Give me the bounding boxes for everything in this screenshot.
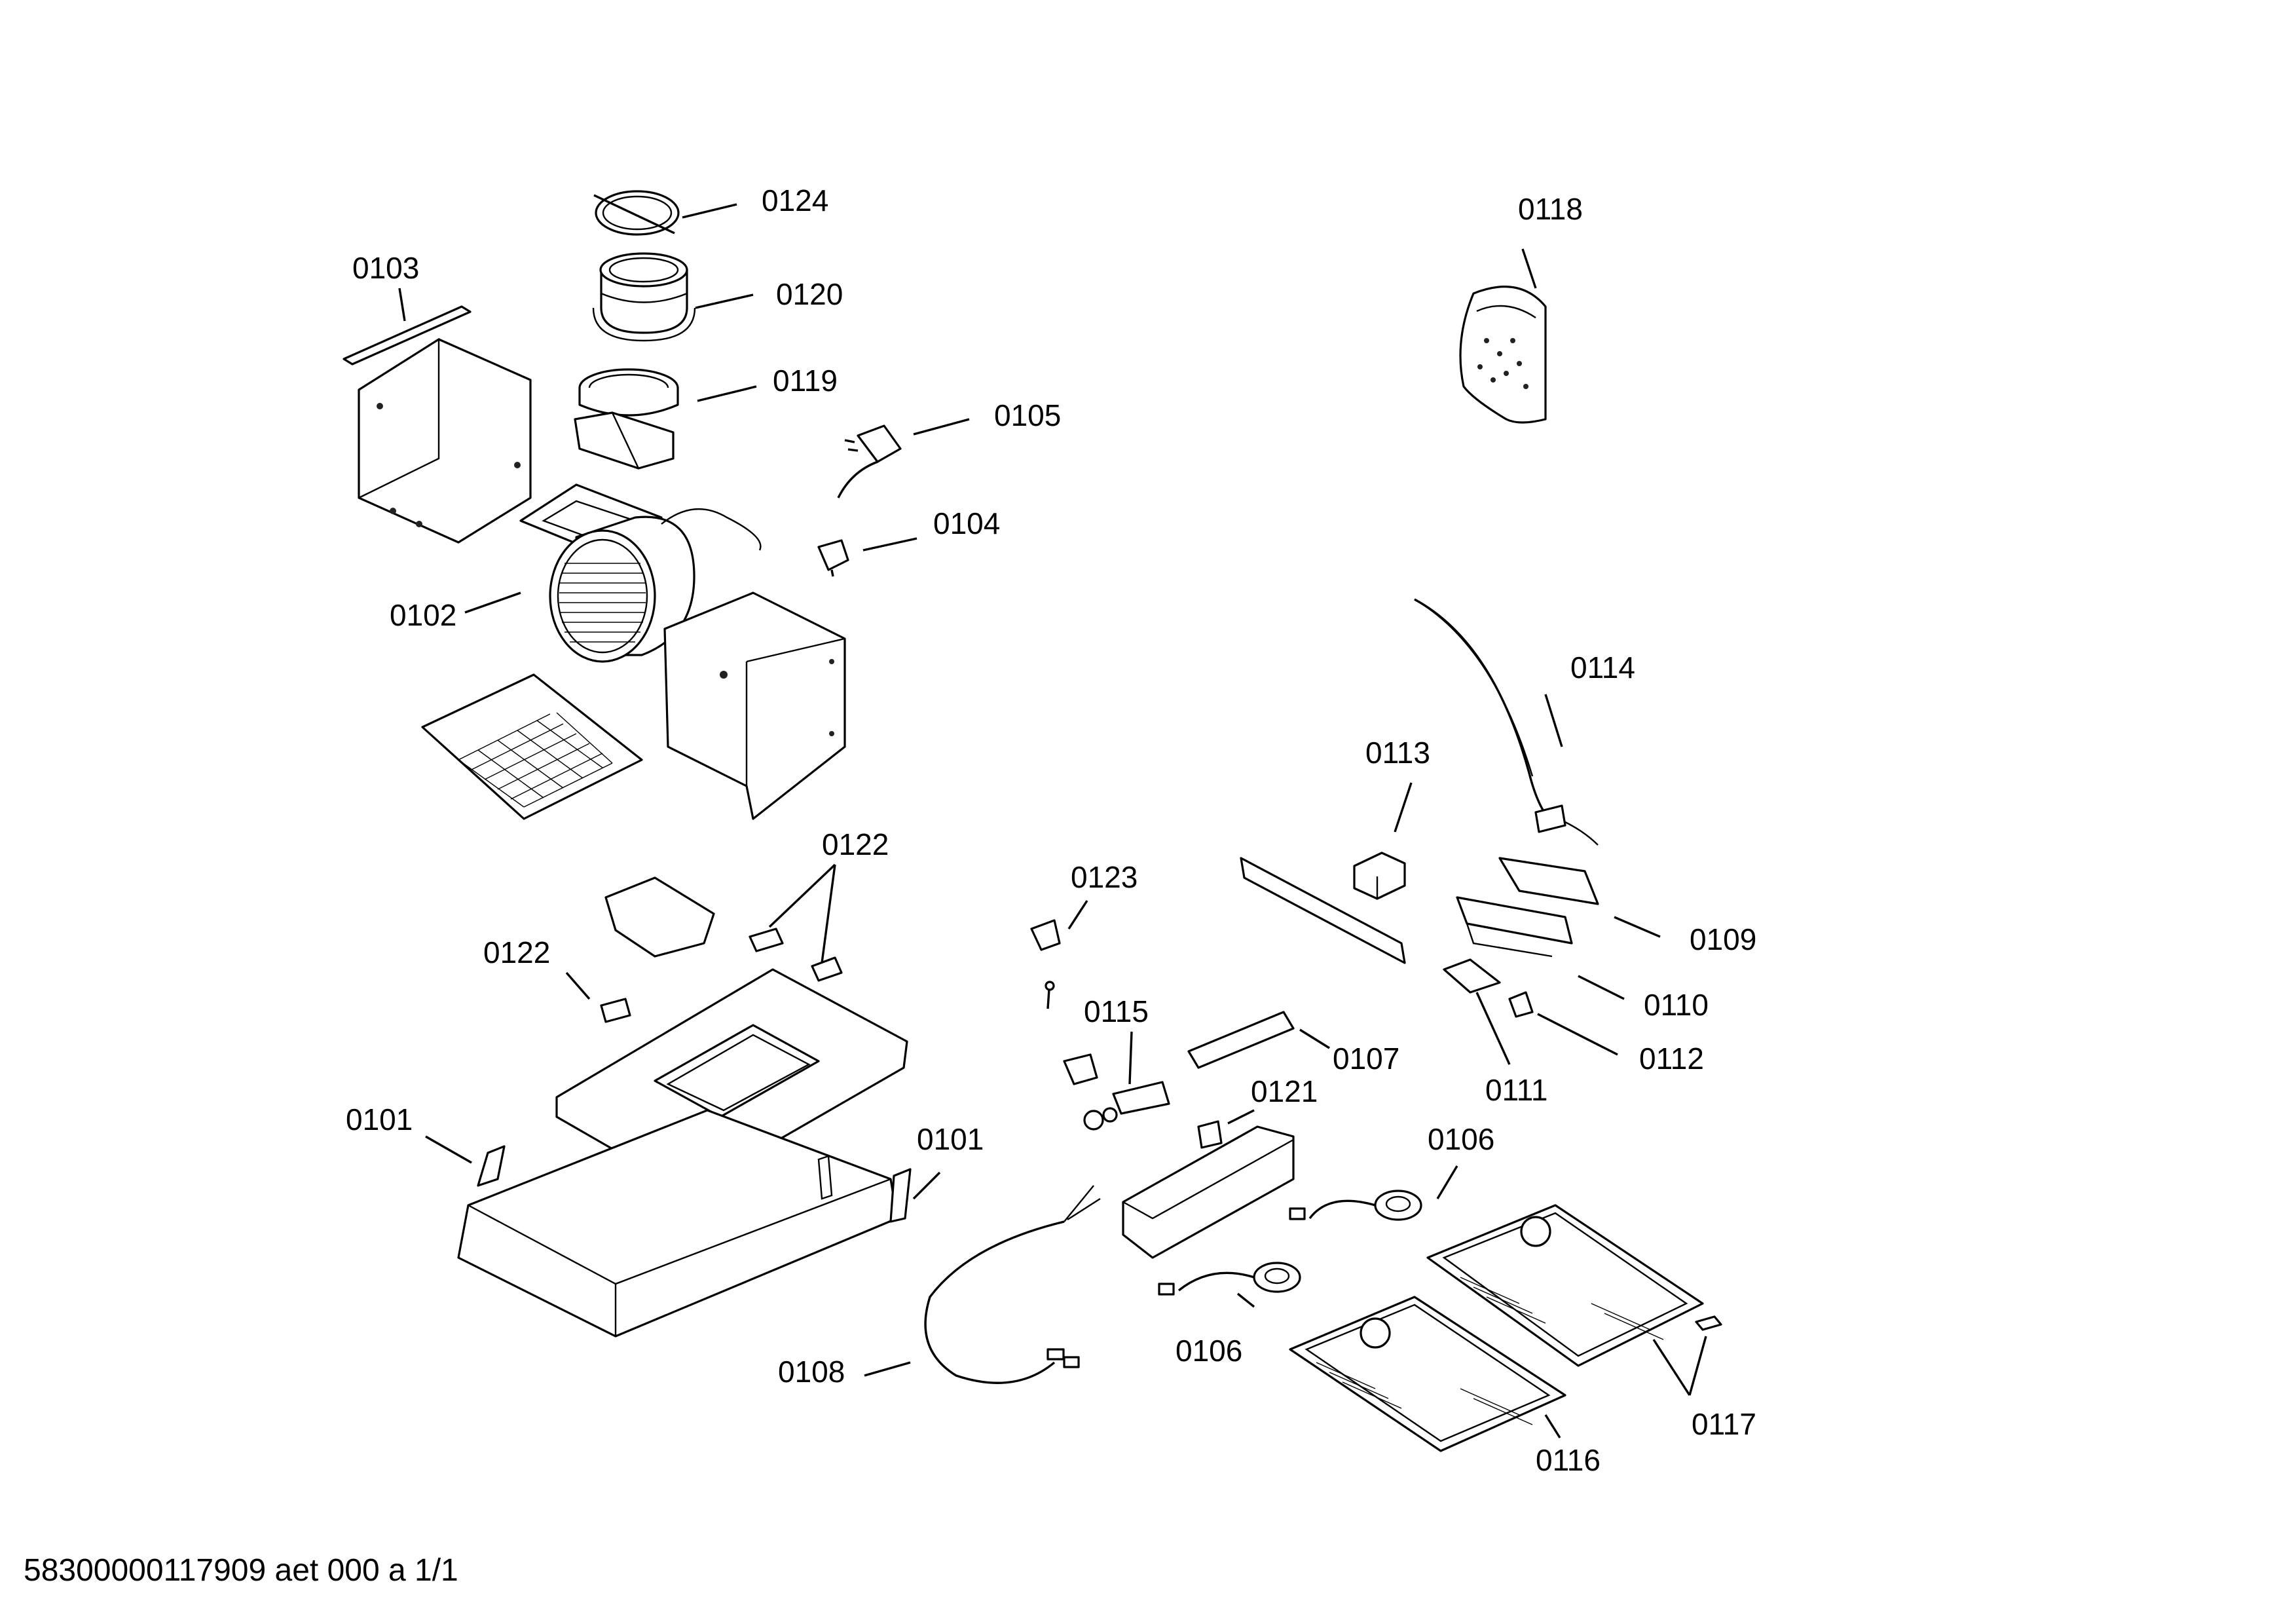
mounting-bracket [1030,919,1061,1009]
label-0112: 0112 [1639,1042,1704,1076]
label-0111: 0111 [1485,1073,1548,1107]
capacitor [1063,1053,1170,1131]
document-id: 58300000117909 aet 000 a 1/1 [24,1553,458,1588]
label-0108: 0108 [778,1355,845,1389]
label-0117: 0117 [1692,1407,1756,1441]
label-0113: 0113 [1365,736,1430,770]
label-0104: 0104 [933,506,1000,540]
bracket-right [889,1168,912,1223]
label-0106-upper: 0106 [1428,1122,1494,1156]
clip-left [600,998,631,1023]
dryer-ring-flap [593,190,680,236]
label-0103: 0103 [352,251,419,285]
connection-cable [924,1185,1101,1384]
lamp-lower [1158,1262,1301,1296]
label-0118: 0118 [1518,192,1583,226]
wire-harness [1414,598,1599,846]
label-0110: 0110 [1644,988,1709,1022]
label-0122-left: 0122 [483,935,550,969]
label-0109: 0109 [1690,922,1756,956]
label-0123: 0123 [1071,860,1138,894]
plug-connector [817,539,849,577]
label-0107: 0107 [1333,1042,1399,1076]
exhaust-collar [592,252,696,342]
light-lens [1187,1011,1295,1069]
label-0124: 0124 [762,183,828,217]
mains-plug-cable [837,424,902,498]
bracket-left [477,1145,506,1187]
lamp-upper [1289,1190,1422,1221]
support-strip [343,305,472,366]
blower-motor [358,337,846,820]
label-0115: 0115 [1084,994,1149,1028]
relay [1353,852,1406,900]
leader-lines [398,203,1707,1438]
label-0122-upper: 0122 [822,827,889,861]
hood-body [457,1109,898,1338]
switch-rail [1240,857,1406,964]
switch-clip [1508,991,1534,1018]
label-0102: 0102 [390,598,456,632]
light-housing [1122,1120,1295,1259]
label-0101-left: 0101 [346,1102,413,1136]
switch-holder [1456,857,1599,958]
label-0106-lower: 0106 [1176,1334,1242,1368]
label-0120: 0120 [776,277,843,311]
label-0116: 0116 [1536,1443,1601,1477]
label-0119: 0119 [773,364,838,398]
filter-clip [1695,1315,1722,1331]
deflector [604,876,715,958]
label-0121: 0121 [1251,1074,1318,1108]
grease-filter [1289,1204,1704,1452]
label-0114: 0114 [1570,650,1635,685]
clip-upper [749,928,843,982]
air-outlet-adapter [574,368,679,470]
label-0101-right: 0101 [917,1122,984,1156]
switch-plate [1443,958,1501,994]
label-0105: 0105 [994,398,1061,432]
screw-bag [1459,286,1547,424]
part-labels: 0124 0120 0103 0119 0105 0104 0102 0118 … [346,183,1756,1477]
